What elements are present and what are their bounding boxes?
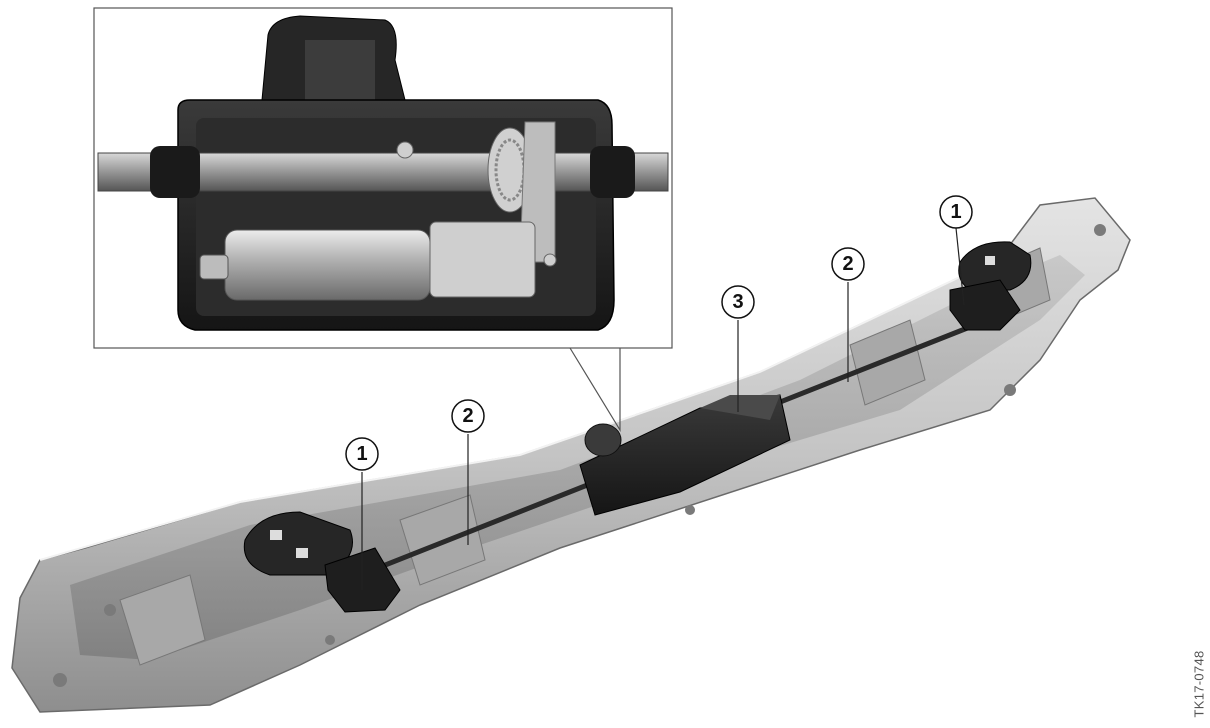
inset-motor-body	[224, 229, 431, 301]
detail-inset	[93, 7, 673, 433]
carrier-rib	[119, 574, 206, 666]
callout-2-right: 2	[831, 247, 865, 281]
mounting-hole	[1004, 384, 1016, 396]
mounting-holes	[53, 224, 1106, 687]
callout-leaders	[361, 227, 965, 590]
callout-number: 1	[950, 201, 961, 223]
drive-rod-right	[757, 322, 978, 413]
drive-unit-motor-end	[584, 423, 622, 457]
document-id-text: TK17-0748	[1191, 650, 1207, 718]
mounting-hole	[685, 505, 695, 515]
callout-3: 3	[721, 285, 755, 319]
mechanism-right	[949, 241, 1032, 331]
callout-1-right: 1	[939, 195, 973, 229]
inset-leader	[569, 347, 621, 433]
mechanism-right-hole	[985, 256, 995, 265]
carrier-rib	[849, 319, 926, 406]
drive-unit-top	[700, 395, 780, 420]
callout-circle	[345, 437, 379, 471]
inset-shaft-grommet-right	[590, 146, 635, 198]
inset-connector-plug	[305, 40, 375, 100]
callout-number: 2	[842, 253, 853, 275]
mounting-hole	[1094, 224, 1106, 236]
mounting-hole	[325, 635, 335, 645]
drive-unit	[579, 394, 791, 516]
mounting-hole	[104, 604, 116, 616]
callout-number: 3	[732, 291, 743, 313]
callout-2-left: 2	[451, 399, 485, 433]
callout-circle	[721, 285, 755, 319]
inset-motor-end-cap	[199, 254, 229, 280]
callout-number: 2	[462, 405, 473, 427]
mechanism-left-hole	[270, 530, 282, 540]
inset-bolt	[543, 253, 557, 267]
callout-number: 1	[356, 443, 367, 465]
mechanism-left-plate	[243, 511, 353, 576]
callouts: 1 2 3 2 1	[345, 195, 973, 471]
callout-circle	[451, 399, 485, 433]
inset-motor	[199, 141, 557, 301]
inset-bolt	[396, 141, 414, 159]
inset-gearhead	[429, 221, 536, 298]
mechanism-right-gearbox	[949, 279, 1021, 331]
drive-rod-left	[357, 477, 603, 578]
inset-shaft-grommet-left	[150, 146, 200, 198]
document-id: TK17-0748	[1190, 640, 1208, 728]
callout-1-left: 1	[345, 437, 379, 471]
carrier-edge-highlight	[39, 257, 1001, 561]
mounting-hole	[53, 673, 67, 687]
mechanism-right-plate	[958, 241, 1032, 291]
drive-rods	[357, 322, 978, 578]
callout-circle	[939, 195, 973, 229]
callout-circle	[831, 247, 865, 281]
mechanism-left-hole	[296, 548, 308, 558]
leader-line	[955, 227, 965, 306]
